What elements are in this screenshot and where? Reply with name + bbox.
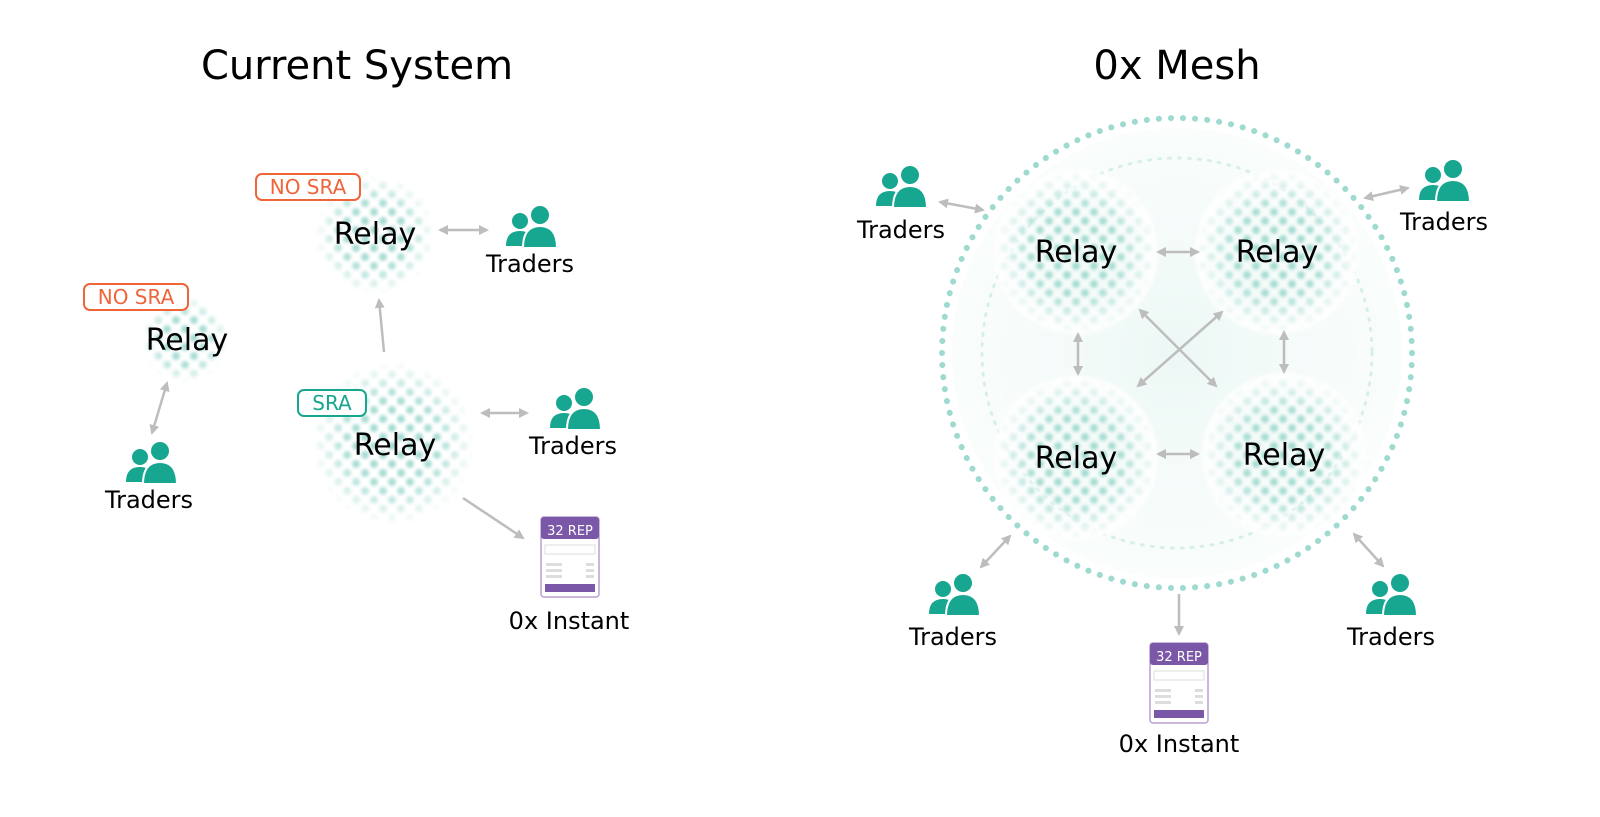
mesh-relay-cloud-br — [1202, 373, 1366, 537]
current-system-title: Current System — [201, 43, 513, 89]
traders-icon — [928, 572, 981, 616]
relay-cloud-left — [141, 296, 229, 384]
relay-label-top: Relay — [334, 217, 416, 252]
mesh-arrow-traders-tl — [938, 198, 985, 214]
traders-icon — [549, 386, 602, 430]
badge-no-sra-left: NO SRA — [83, 283, 189, 311]
instant-rep-label-right: 32 REP — [1156, 650, 1202, 665]
traders-icon — [1365, 572, 1418, 616]
badge-sra: SRA — [297, 389, 367, 417]
traders-icon — [875, 164, 928, 208]
traders-label-top: Traders — [485, 250, 574, 278]
mesh-traders-label-bl: Traders — [908, 623, 997, 651]
mesh-arrow-diag-2 — [1136, 310, 1224, 388]
mesh-arrow-traders-tr — [1363, 184, 1410, 202]
traders-label-sra: Traders — [528, 432, 617, 460]
mesh-arrow-traders-bl — [979, 534, 1012, 569]
mesh-relay-label-bl: Relay — [1035, 441, 1117, 476]
mesh-title: 0x Mesh — [1093, 43, 1260, 89]
mesh-relay-label-tr: Relay — [1236, 235, 1318, 270]
mesh-relay-label-tl: Relay — [1035, 235, 1117, 270]
traders-label-left: Traders — [104, 486, 193, 514]
mesh-relay-label-br: Relay — [1243, 438, 1325, 473]
mesh-relay-cloud-tl — [994, 170, 1158, 334]
mesh-traders-label-br: Traders — [1346, 623, 1435, 651]
arrow-sra-to-top-relay — [374, 298, 386, 353]
arrow-sra-to-instant — [462, 496, 525, 540]
instant-label-left: 0x Instant — [509, 607, 630, 635]
arrow-left-relay-traders — [149, 381, 170, 435]
mesh-traders-label-tr: Traders — [1399, 208, 1488, 236]
relay-label-sra: Relay — [354, 428, 436, 463]
mesh-inner-ring — [980, 156, 1374, 550]
instant-label-right: 0x Instant — [1119, 730, 1240, 758]
badge-no-sra-left-label: NO SRA — [98, 285, 175, 309]
traders-icon — [1418, 158, 1471, 202]
mesh-relay-cloud-bl — [994, 376, 1158, 540]
instant-rep-label-left: 32 REP — [547, 524, 593, 539]
mesh-traders-label-tl: Traders — [856, 216, 945, 244]
relay-label-left: Relay — [146, 323, 228, 358]
traders-icon — [125, 440, 178, 484]
badge-no-sra-top: NO SRA — [255, 173, 361, 201]
mesh-arrow-traders-br — [1352, 532, 1385, 568]
mesh-boundary — [939, 115, 1415, 591]
mesh-relay-cloud-tr — [1195, 170, 1359, 334]
relay-cloud-top — [315, 175, 435, 295]
traders-icon — [505, 204, 558, 248]
badge-sra-label: SRA — [312, 391, 352, 415]
badge-no-sra-top-label: NO SRA — [270, 175, 347, 199]
